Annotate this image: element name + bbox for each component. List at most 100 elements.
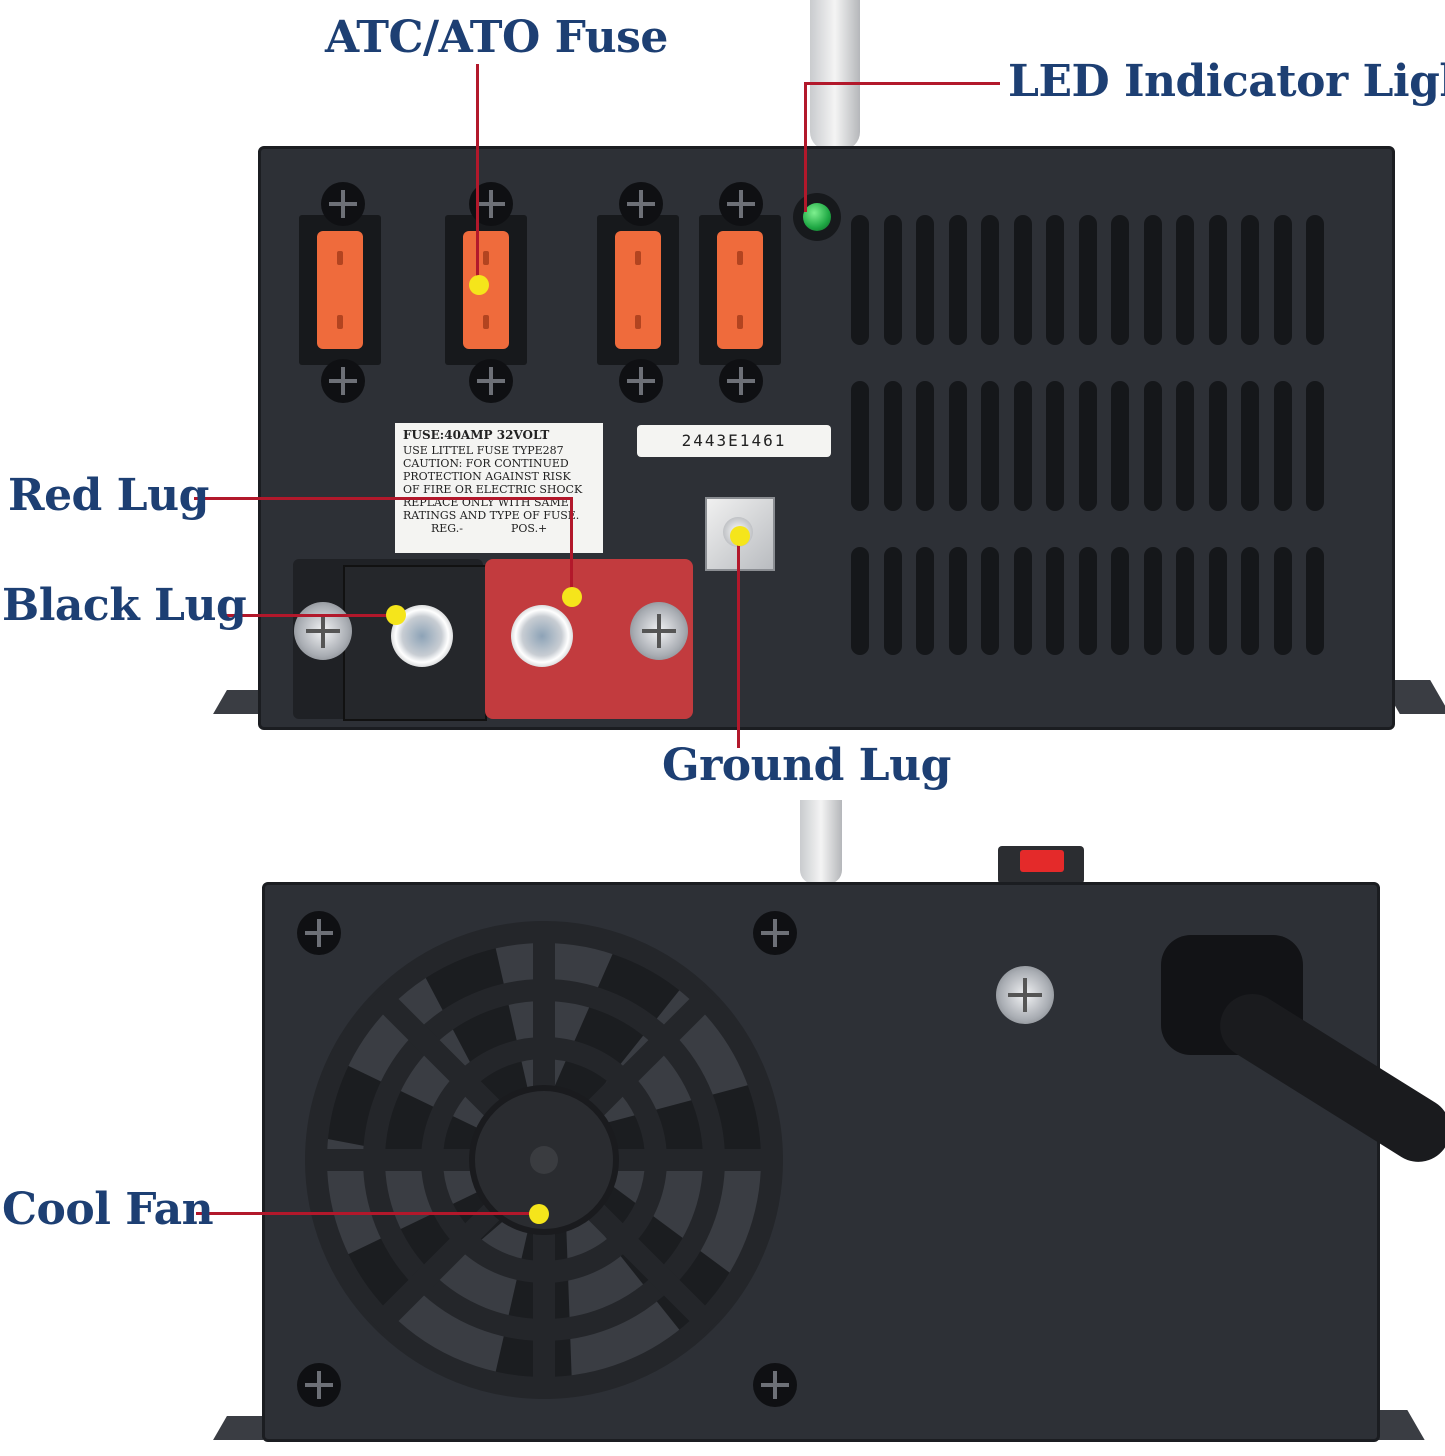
callout-led-indicator: LED Indicator Light xyxy=(1008,56,1445,107)
vent-slot xyxy=(1013,381,1032,511)
vent-slot xyxy=(1176,547,1194,655)
vent-slot xyxy=(1143,381,1162,511)
screw xyxy=(753,911,797,955)
fuse-label-negative: REG.- xyxy=(431,522,463,535)
vent-slot xyxy=(1046,381,1064,511)
vent-slot xyxy=(1111,215,1129,345)
vent-slot xyxy=(851,381,869,511)
screw xyxy=(321,182,365,226)
marker-dot-atc-fuse xyxy=(469,275,489,295)
fuse-4 xyxy=(717,231,763,349)
fan-guard-spoke xyxy=(369,985,503,1119)
vent-slot xyxy=(948,547,967,655)
marker-dot-cool-fan xyxy=(529,1204,549,1224)
vent-slot xyxy=(1208,215,1227,345)
vent-slot xyxy=(1306,381,1324,511)
vent-slot xyxy=(1078,215,1097,345)
vent-slot xyxy=(1208,547,1227,655)
charger-bottom-image xyxy=(0,800,1445,1456)
vent-slot xyxy=(981,547,999,655)
vent-slot xyxy=(1143,215,1162,345)
vent-slot xyxy=(981,381,999,511)
fuse-3 xyxy=(615,231,661,349)
vent-slot xyxy=(883,215,902,345)
vent-slot xyxy=(1176,215,1194,345)
power-switch-rocker xyxy=(1020,850,1064,872)
cooling-fan xyxy=(305,921,783,1399)
callout-red-lug: Red Lug xyxy=(8,470,209,521)
vent-slot xyxy=(851,547,869,655)
fuse-holder-1 xyxy=(299,215,381,365)
fan-guard xyxy=(305,921,783,1399)
fan-guard-spoke xyxy=(585,985,719,1119)
leader-line-black-lug xyxy=(224,614,396,617)
clamp-top xyxy=(810,0,860,150)
serial-number-label: 2443E1461 xyxy=(637,425,831,457)
fan-guard-spoke xyxy=(585,1201,719,1335)
fan-hub-center xyxy=(530,1146,558,1174)
charger-top-image: FUSE:40AMP 32VOLT USE LITTEL FUSE TYPE28… xyxy=(213,0,1445,730)
screw xyxy=(619,182,663,226)
vent-slot xyxy=(1273,381,1292,511)
vent-slot xyxy=(1013,215,1032,345)
vent-slot xyxy=(1046,547,1064,655)
screw xyxy=(297,1363,341,1407)
vent-slot xyxy=(1078,547,1097,655)
fuse-holder-4 xyxy=(699,215,781,365)
vent-slot xyxy=(1306,215,1324,345)
vent-slot xyxy=(916,381,934,511)
vent-slot xyxy=(948,215,967,345)
vent-grille xyxy=(851,209,1341,659)
rear-panel xyxy=(262,882,1445,1442)
power-cord xyxy=(1208,981,1445,1174)
screw xyxy=(719,359,763,403)
screw xyxy=(753,1363,797,1407)
vent-slot xyxy=(1013,547,1032,655)
vent-slot xyxy=(1273,547,1292,655)
screw xyxy=(469,359,513,403)
vent-slot xyxy=(883,381,902,511)
leader-line-red-lug xyxy=(194,497,572,500)
vent-slot xyxy=(948,381,967,511)
leader-line-cool-fan xyxy=(196,1212,538,1215)
vent-slot xyxy=(981,215,999,345)
vent-slot xyxy=(1111,547,1129,655)
leader-line-led xyxy=(804,82,1000,85)
screw xyxy=(619,359,663,403)
fuse-holder-3 xyxy=(597,215,679,365)
mount-screw xyxy=(996,966,1054,1024)
screw xyxy=(297,911,341,955)
fuse-label-positive: POS.+ xyxy=(511,522,548,535)
marker-dot-red-lug xyxy=(562,587,582,607)
front-panel: FUSE:40AMP 32VOLT USE LITTEL FUSE TYPE28… xyxy=(258,146,1395,730)
vent-slot xyxy=(1241,215,1259,345)
vent-slot xyxy=(1046,215,1064,345)
fuse-label-title: FUSE:40AMP 32VOLT xyxy=(403,428,550,442)
vent-slot xyxy=(1306,547,1324,655)
vent-slot xyxy=(1241,381,1259,511)
fuse-label-line: PROTECTION AGAINST RISK xyxy=(403,470,571,483)
marker-dot-black-lug xyxy=(386,605,406,625)
fuse-warning-label: FUSE:40AMP 32VOLT USE LITTEL FUSE TYPE28… xyxy=(395,423,603,553)
fuse-1 xyxy=(317,231,363,349)
leader-line-red-lug xyxy=(570,497,573,597)
fuse-label-line: CAUTION: FOR CONTINUED xyxy=(403,457,569,470)
leader-line-ground-lug xyxy=(737,536,740,748)
red-lug-terminal xyxy=(511,605,573,667)
vent-slot xyxy=(1208,381,1227,511)
vent-slot xyxy=(916,547,934,655)
vent-slot xyxy=(916,215,934,345)
vent-slot xyxy=(883,547,902,655)
callout-cool-fan: Cool Fan xyxy=(2,1184,214,1235)
fan-guard-spoke xyxy=(369,1201,503,1335)
vent-slot xyxy=(1241,547,1259,655)
vent-slot xyxy=(1273,215,1292,345)
callout-atc-fuse: ATC/ATO Fuse xyxy=(325,12,668,63)
vent-slot xyxy=(851,215,869,345)
vent-slot xyxy=(1078,381,1097,511)
leader-line-led xyxy=(804,82,807,212)
fuse-label-line: USE LITTEL FUSE TYPE287 xyxy=(403,444,564,457)
fuse-label-line: RATINGS AND TYPE OF FUSE. xyxy=(403,509,580,522)
vent-slot xyxy=(1143,547,1162,655)
vent-slot xyxy=(1176,381,1194,511)
